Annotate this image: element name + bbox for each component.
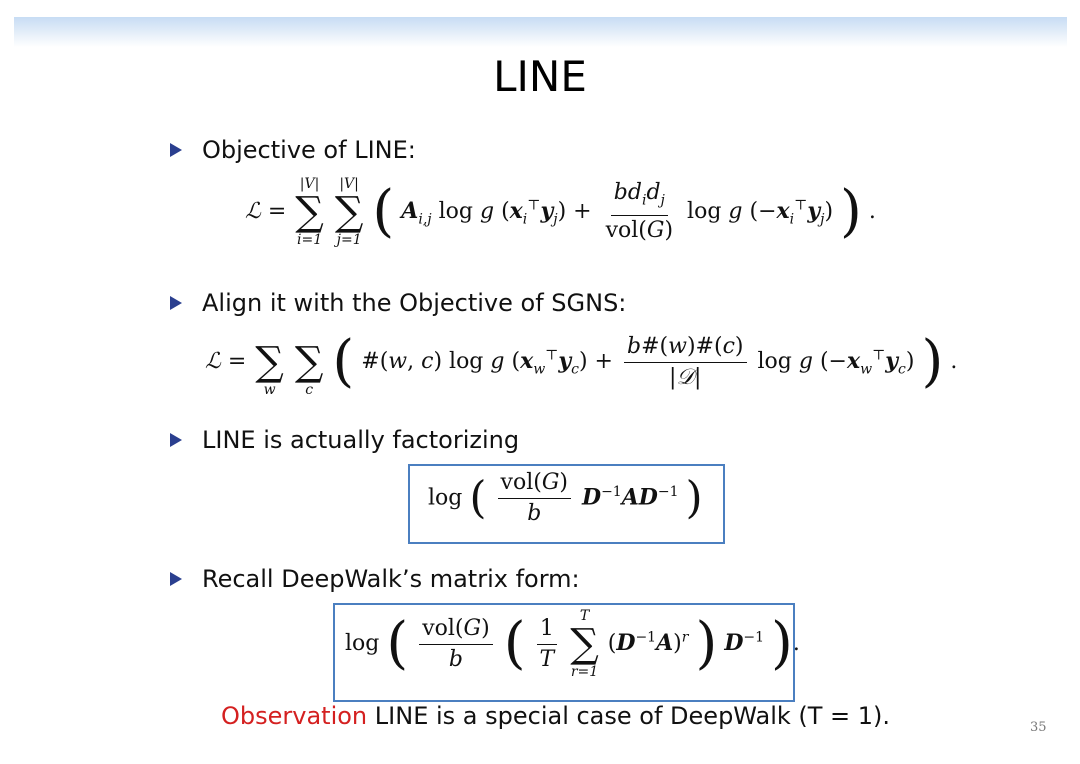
sum-i: |V|∑i=1 [295,176,324,248]
bullet-triangle-icon [170,143,182,157]
bullet-text: Align it with the Objective of SGNS: [202,289,627,317]
equation-sgns-objective: ℒ = ∑w ∑c ( #(w, c) log g (xw⊤yc) + b#(w… [205,326,957,399]
bullet-text: Recall DeepWalk’s matrix form: [202,565,580,593]
observation-line: Observation LINE is a special case of De… [221,702,890,730]
sum-r: T∑r=1 [570,608,599,680]
page-number: 35 [1030,720,1047,735]
sum-c: ∑c [294,339,324,398]
bullet-triangle-icon [170,296,182,310]
bullet-text: LINE is actually factorizing [202,426,520,454]
observation-text: LINE is a special case of DeepWalk (T = … [367,702,891,730]
sum-j: |V|∑j=1 [334,176,364,248]
sum-w: ∑w [255,339,284,398]
observation-label: Observation [221,702,368,730]
bullet-triangle-icon [170,572,182,586]
bullet-deepwalk-form: Recall DeepWalk’s matrix form: [170,565,580,593]
fraction-volg-b: vol(G)b [497,470,571,527]
bullet-text: Objective of LINE: [202,136,416,164]
fraction-bwc: b#(w)#(c)|𝒟| [624,334,747,391]
slide-header-bar [14,17,1067,47]
fraction-volg-b: vol(G)b [419,616,493,673]
slide-title: LINE [493,52,587,101]
bullet-objective-line: Objective of LINE: [170,136,416,164]
bullet-line-factorizing: LINE is actually factorizing [170,426,519,454]
equation-line-objective: ℒ = |V|∑i=1 |V|∑j=1 ( Ai,j log g (xi⊤yj)… [245,176,876,248]
bullet-triangle-icon [170,433,182,447]
line-matrix-box [408,464,725,544]
equation-line-matrix: log ( vol(G)b D−1AD−1 ) [428,470,703,527]
bullet-align-sgns: Align it with the Objective of SGNS: [170,289,626,317]
deepwalk-matrix-box [333,603,795,702]
